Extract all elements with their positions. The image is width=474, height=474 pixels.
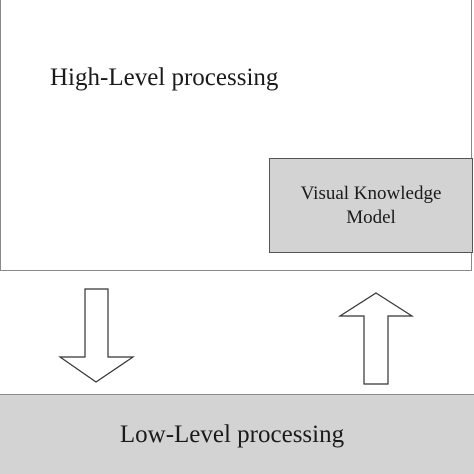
visual-knowledge-model-line2: Model — [346, 206, 396, 228]
low-level-panel: Low-Level processing — [0, 394, 474, 474]
visual-knowledge-model-box: Visual Knowledge Model — [269, 158, 473, 253]
arrow-down-icon — [58, 288, 135, 383]
visual-knowledge-model-line1: Visual Knowledge — [300, 182, 442, 204]
arrow-up-icon — [337, 292, 415, 385]
high-level-label: High-Level processing — [50, 64, 279, 91]
low-level-label: Low-Level processing — [119, 420, 345, 448]
